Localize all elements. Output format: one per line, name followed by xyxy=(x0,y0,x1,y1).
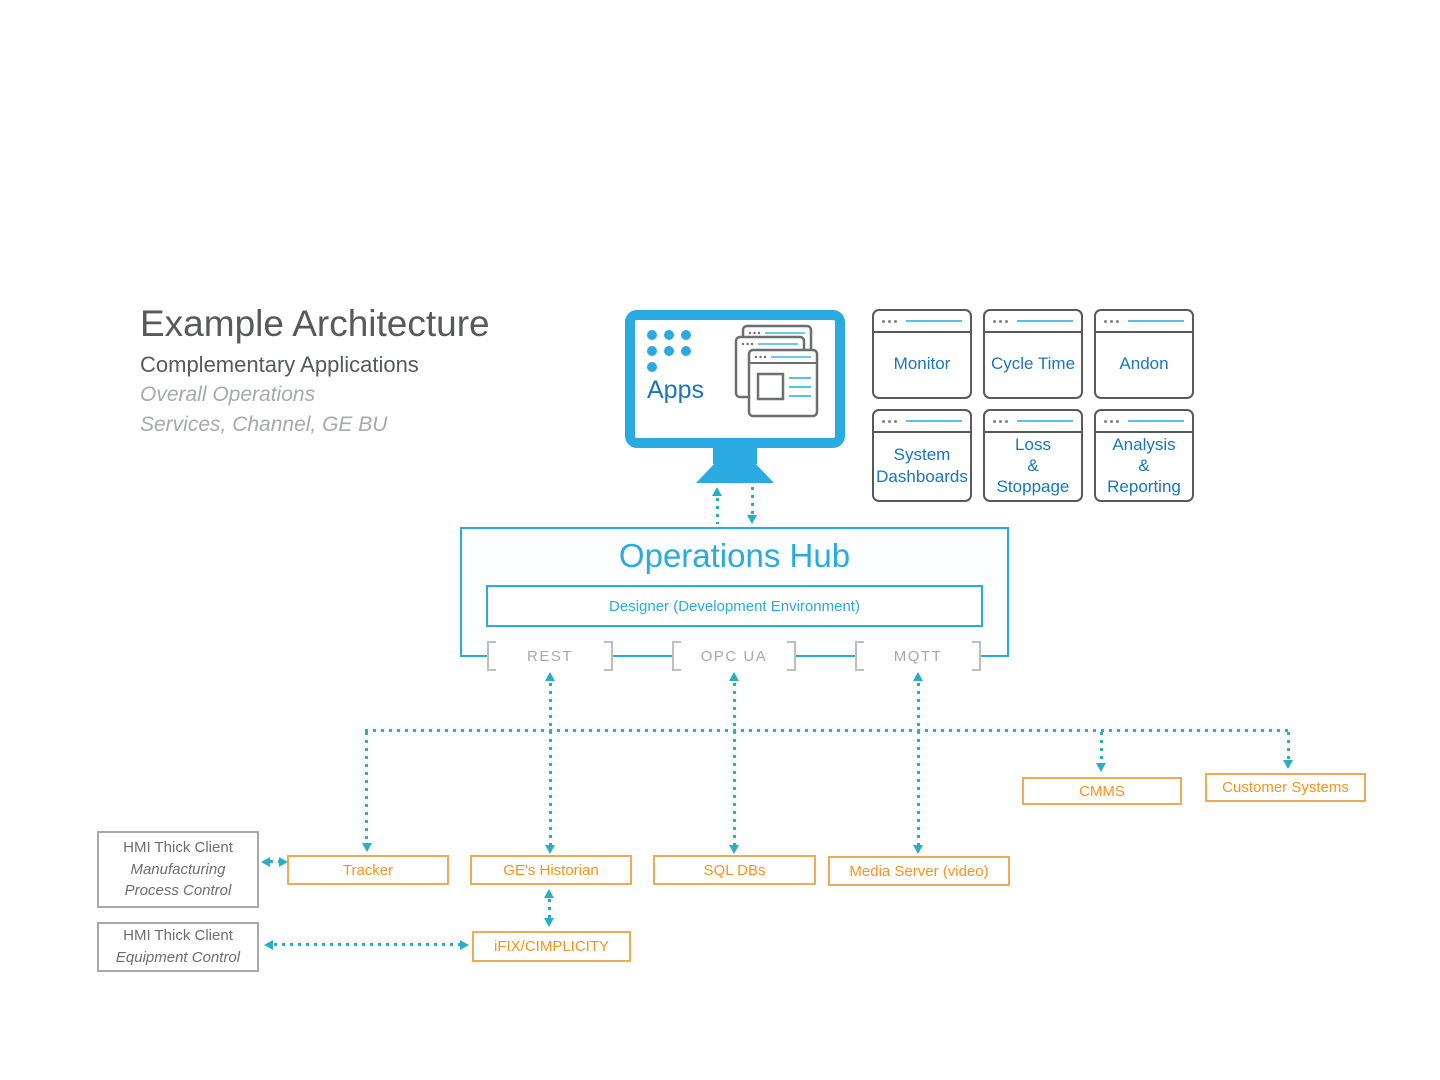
bracket-right-icon xyxy=(787,641,796,671)
app-windows-icon xyxy=(729,324,829,433)
app-card-label: System Dashboards xyxy=(876,445,968,486)
connector-monitor-hub-up xyxy=(716,498,719,524)
ifix-cimplicity-box: iFIX/CIMPLICITY xyxy=(472,931,631,962)
app-card-label: Analysis & Reporting xyxy=(1107,434,1181,497)
arrow-down-icon xyxy=(729,845,739,854)
apps-grid-icon xyxy=(647,330,691,372)
connector-opcua-sql xyxy=(733,683,736,845)
arrow-down-icon xyxy=(362,843,372,852)
hmi-line: HMI Thick Client xyxy=(123,838,233,856)
hmi-manufacturing-box: HMI Thick Client Manufacturing Process C… xyxy=(97,831,259,908)
bracket-left-icon xyxy=(855,641,864,671)
connector-historian-ifix xyxy=(548,899,551,918)
arrow-down-icon xyxy=(1096,763,1106,772)
connector-hmi-tracker xyxy=(270,860,279,863)
window-titlebar-icon xyxy=(1096,411,1192,433)
arrow-down-icon xyxy=(913,845,923,854)
protocol-rest: REST xyxy=(487,641,613,671)
arrow-down-icon xyxy=(747,515,757,524)
arrow-right-icon xyxy=(279,857,288,867)
cmms-box: CMMS xyxy=(1022,777,1182,805)
connector-distribution-line xyxy=(365,729,1289,732)
window-titlebar-icon xyxy=(874,411,970,433)
apps-label: Apps xyxy=(647,376,704,404)
connector-hmi-ifix xyxy=(274,943,460,946)
connector-to-cmms xyxy=(1100,732,1103,763)
connector-to-customer-systems xyxy=(1287,732,1290,760)
app-card-label: Monitor xyxy=(893,354,951,374)
connector-rest-historian xyxy=(549,683,552,845)
arrow-left-icon xyxy=(264,940,273,950)
app-card-label: Andon xyxy=(1119,354,1169,374)
hmi-line: HMI Thick Client xyxy=(123,927,233,945)
arrow-left-icon xyxy=(261,857,270,867)
hmi-equipment-box: HMI Thick Client Equipment Control xyxy=(97,922,259,972)
monitor-stand-icon xyxy=(690,448,780,489)
hmi-line: Process Control xyxy=(124,882,232,900)
protocol-opc-ua: OPC UA xyxy=(672,641,796,671)
arrow-up-icon xyxy=(913,672,923,681)
caption-line-1: Overall Operations xyxy=(140,383,316,406)
protocol-label: REST xyxy=(526,647,573,665)
monitor-icon: Apps xyxy=(625,310,845,448)
arrow-up-icon xyxy=(544,889,554,898)
app-card-monitor: Monitor xyxy=(872,309,972,399)
arrow-up-icon xyxy=(729,672,739,681)
title-block: Example Architecture Complementary Appli… xyxy=(140,303,490,439)
operations-hub-box: Operations Hub Designer (Development Env… xyxy=(460,527,1009,657)
arrow-down-icon xyxy=(545,845,555,854)
window-titlebar-icon xyxy=(985,311,1081,333)
arrow-right-icon xyxy=(460,940,469,950)
app-card-label: Loss & Stoppage xyxy=(996,434,1070,497)
app-card-label: Cycle Time xyxy=(990,354,1076,374)
app-card-andon: Andon xyxy=(1094,309,1194,399)
media-server-box: Media Server (video) xyxy=(828,856,1010,886)
caption-line-2: Services, Channel, GE BU xyxy=(140,413,388,437)
protocol-mqtt: MQTT xyxy=(855,641,981,671)
arrow-up-icon xyxy=(545,672,555,681)
hmi-line: Manufacturing xyxy=(130,860,226,878)
page-subtitle: Complementary Applications xyxy=(140,352,419,377)
designer-box: Designer (Development Environment) xyxy=(486,585,983,627)
customer-systems-box: Customer Systems xyxy=(1205,773,1366,802)
bracket-left-icon xyxy=(487,641,496,671)
historian-box: GE's Historian xyxy=(470,855,632,885)
window-titlebar-icon xyxy=(874,311,970,333)
window-titlebar-icon xyxy=(1096,311,1192,333)
connector-to-tracker xyxy=(365,732,368,843)
bracket-right-icon xyxy=(972,641,981,671)
bracket-left-icon xyxy=(672,641,681,671)
app-card-system-dashboards: System Dashboards xyxy=(872,409,972,502)
window-titlebar-icon xyxy=(985,411,1081,433)
page-title: Example Architecture xyxy=(140,303,490,344)
hmi-line: Equipment Control xyxy=(115,949,241,966)
arrow-down-icon xyxy=(544,918,554,927)
tracker-box: Tracker xyxy=(287,855,449,885)
app-card-loss-stoppage: Loss & Stoppage xyxy=(983,409,1083,502)
connector-mqtt-media xyxy=(917,683,920,845)
protocol-label: MQTT xyxy=(893,647,943,665)
arrow-up-icon xyxy=(712,487,722,496)
app-card-analysis-reporting: Analysis & Reporting xyxy=(1094,409,1194,502)
bracket-right-icon xyxy=(604,641,613,671)
protocol-label: OPC UA xyxy=(700,647,768,665)
arrow-down-icon xyxy=(1283,760,1293,769)
app-card-cycle-time: Cycle Time xyxy=(983,309,1083,399)
connector-monitor-hub-down xyxy=(751,487,754,515)
sql-dbs-box: SQL DBs xyxy=(653,855,816,885)
operations-hub-title: Operations Hub xyxy=(618,537,851,574)
